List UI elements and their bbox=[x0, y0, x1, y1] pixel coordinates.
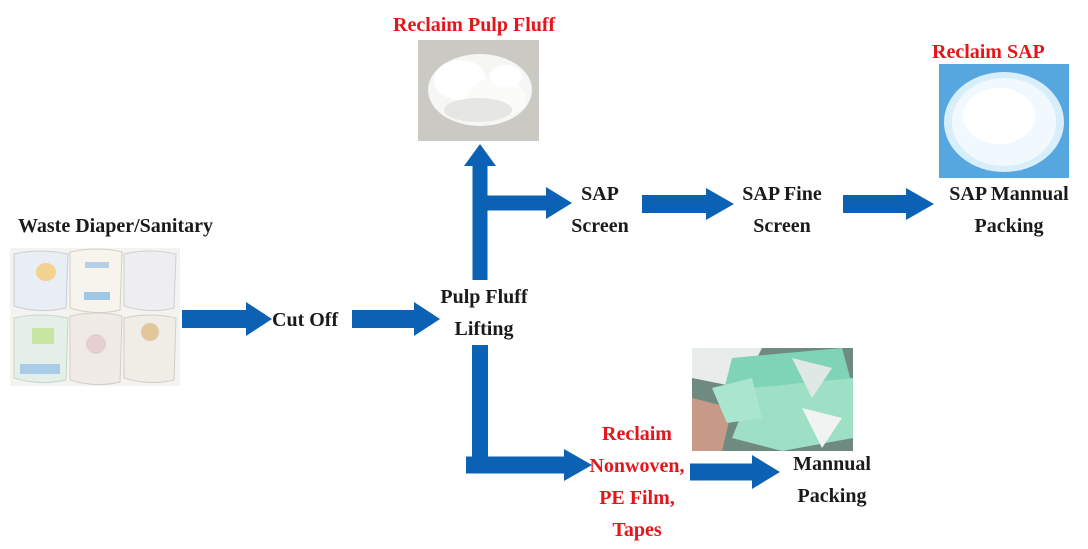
reclaim-sap-label: Reclaim SAP bbox=[932, 41, 1045, 63]
reclaim-pulp-label: Reclaim Pulp Fluff bbox=[393, 14, 556, 36]
reclaim-nonwoven-line-1: Reclaim bbox=[602, 423, 672, 445]
reclaim-nonwoven-line-4: Tapes bbox=[612, 519, 662, 541]
diapers-photo bbox=[10, 248, 180, 386]
reclaim-nonwoven-label: Reclaim Nonwoven, PE Film, Tapes bbox=[580, 418, 694, 546]
cut-off-label: Cut Off bbox=[272, 309, 339, 331]
sap-packing-label: SAP Mannual Packing bbox=[938, 178, 1080, 242]
sap-screen-label: SAP Screen bbox=[560, 178, 640, 242]
pulp-fluff-photo bbox=[418, 40, 539, 141]
arrow-to-sap-screen bbox=[487, 187, 572, 219]
manual-packing-line-1: Mannual bbox=[793, 453, 871, 475]
waste-input-label: Waste Diaper/Sanitary bbox=[18, 215, 213, 237]
sap-granules-photo bbox=[939, 64, 1069, 178]
manual-packing-line-2: Packing bbox=[797, 485, 867, 507]
sap-fine-line-1: SAP Fine bbox=[742, 183, 822, 205]
pulp-lifting-label: Pulp Fluff Lifting bbox=[424, 281, 544, 345]
pulp-lifting-line-1: Pulp Fluff bbox=[440, 286, 528, 308]
sap-fine-line-2: Screen bbox=[753, 215, 811, 237]
arrow-waste-to-cutoff bbox=[182, 302, 272, 336]
manual-packing-label: Mannual Packing bbox=[782, 448, 882, 512]
nonwoven-scraps-photo bbox=[692, 348, 853, 451]
arrow-to-nonwoven bbox=[466, 449, 592, 481]
pulp-lifting-line-2: Lifting bbox=[454, 318, 514, 340]
arrow-fine-to-packing bbox=[843, 188, 934, 220]
reclaim-nonwoven-line-3: PE Film, bbox=[599, 487, 675, 509]
arrow-lifting-down-stem bbox=[472, 345, 488, 465]
sap-packing-line-1: SAP Mannual bbox=[949, 183, 1069, 205]
sap-screen-line-1: SAP bbox=[581, 183, 619, 205]
arrow-sap-to-fine bbox=[642, 188, 734, 220]
arrow-nonwoven-to-packing bbox=[690, 455, 780, 489]
arrow-cutoff-to-lifting bbox=[352, 302, 440, 336]
sap-fine-screen-label: SAP Fine Screen bbox=[730, 178, 834, 242]
arrow-lifting-to-pulp bbox=[464, 144, 496, 280]
reclaim-nonwoven-line-2: Nonwoven, bbox=[589, 455, 685, 477]
sap-screen-line-2: Screen bbox=[571, 215, 629, 237]
sap-packing-line-2: Packing bbox=[974, 215, 1044, 237]
